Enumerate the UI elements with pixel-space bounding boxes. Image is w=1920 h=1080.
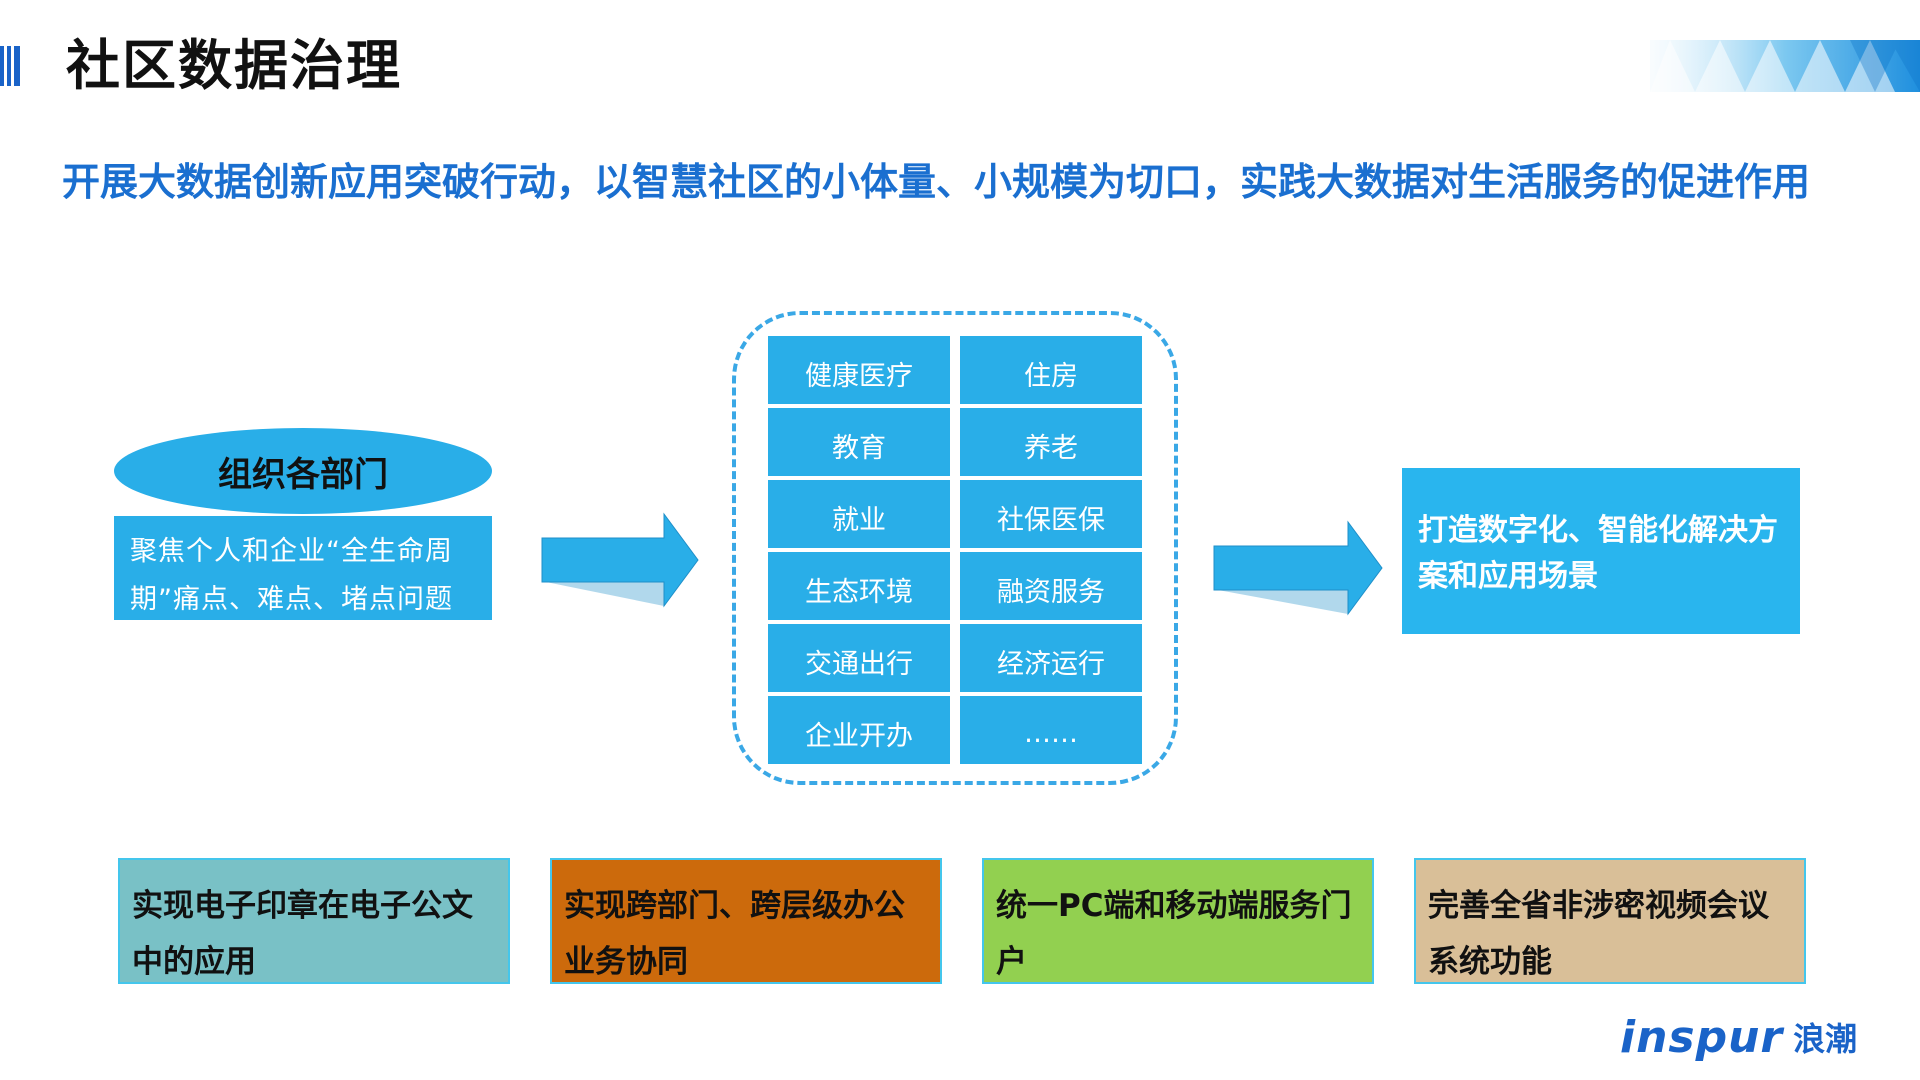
domain-cell: 养老 (960, 408, 1142, 476)
result-box: 打造数字化、智能化解决方案和应用场景 (1402, 468, 1800, 634)
domain-cell: 就业 (768, 480, 950, 548)
triangle-pattern-decoration (1650, 40, 1920, 92)
domain-cell: 交通出行 (768, 624, 950, 692)
initiative-card: 完善全省非涉密视频会议系统功能 (1414, 858, 1806, 984)
corner-bars-decoration (0, 46, 22, 86)
inspur-logo-wordmark: inspur (1620, 1011, 1784, 1063)
domain-frame (732, 311, 1178, 785)
page-title: 社区数据治理 (66, 34, 402, 97)
domain-cell: 经济运行 (960, 624, 1142, 692)
right-arrow-icon (541, 512, 699, 608)
inspur-logo: inspur 浪潮 (1620, 1011, 1858, 1063)
domain-cell: 教育 (768, 408, 950, 476)
department-ellipse (114, 428, 492, 514)
domain-cell: 生态环境 (768, 552, 950, 620)
initiative-card: 统一PC端和移动端服务门户 (982, 858, 1374, 984)
domain-cell: 融资服务 (960, 552, 1142, 620)
domain-cell: 住房 (960, 336, 1142, 404)
domain-cell: 企业开办 (768, 696, 950, 764)
department-ellipse-label: 组织各部门 (218, 454, 388, 495)
right-arrow-icon (1213, 520, 1383, 616)
pain-points-box: 聚焦个人和企业“全生命周期”痛点、难点、堵点问题 (114, 516, 492, 620)
domain-cell: …… (960, 696, 1142, 764)
initiative-card: 实现电子印章在电子公文中的应用 (118, 858, 510, 984)
initiative-card: 实现跨部门、跨层级办公业务协同 (550, 858, 942, 984)
domain-cell: 健康医疗 (768, 336, 950, 404)
inspur-logo-cn: 浪潮 (1793, 1020, 1858, 1058)
domain-cell: 社保医保 (960, 480, 1142, 548)
subtitle: 开展大数据创新应用突破行动，以智慧社区的小体量、小规模为切口，实践大数据对生活服… (62, 160, 1811, 204)
